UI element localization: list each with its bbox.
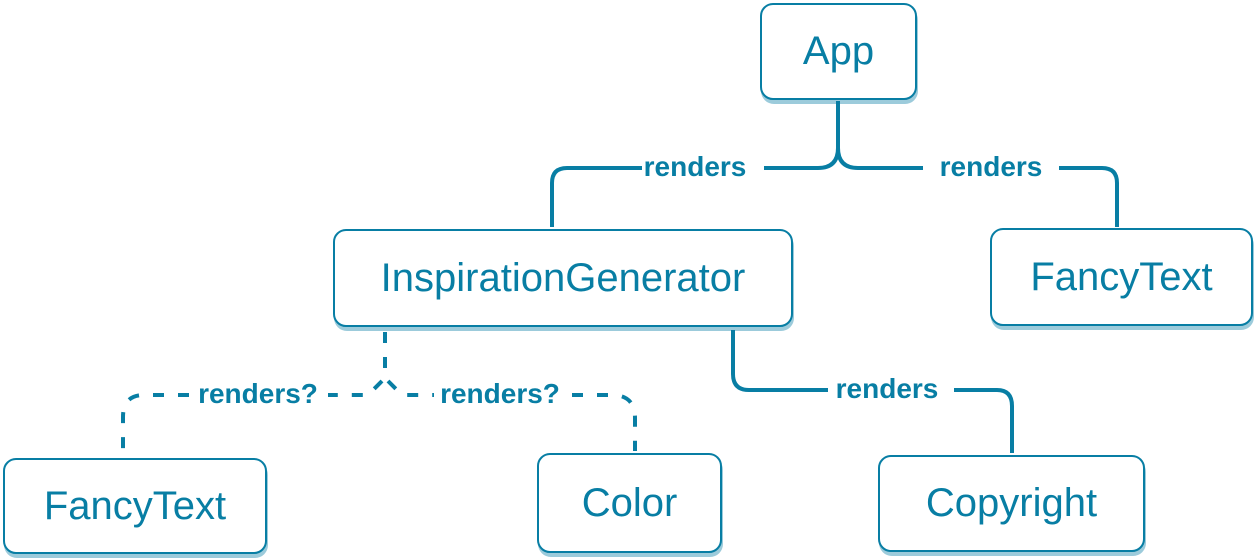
edge-label-app-renders-fancytext: renders	[939, 151, 1043, 182]
node-inspiration-generator-label: InspirationGenerator	[380, 255, 746, 300]
node-fancy-text-bottom-label: FancyText	[43, 483, 227, 528]
node-fancy-text-top-label: FancyText	[1030, 254, 1213, 299]
edge-ig-color-dashed-rail	[386, 379, 434, 397]
node-color-label: Color	[581, 480, 678, 525]
edge-ig-color-dashed-drop	[572, 393, 637, 451]
node-copyright-label: Copyright	[925, 481, 1098, 525]
edge-ig-ft-dashed-rail	[328, 379, 384, 397]
node-color: Color	[537, 453, 722, 553]
edge-app-ig-rail	[764, 147, 840, 170]
edge-ig-copyright-drop	[954, 388, 1014, 453]
edge-label-ig-renders-fancytext: renders?	[198, 378, 318, 409]
node-copyright: Copyright	[878, 455, 1145, 552]
node-app-label: App	[802, 29, 875, 73]
edge-label-ig-renders-color: renders?	[440, 378, 560, 409]
edge-label-ig-renders-copyright: renders	[835, 373, 939, 404]
edge-ig-ft-dashed-drop	[121, 393, 189, 456]
node-fancy-text-top: FancyText	[990, 228, 1253, 326]
node-fancy-text-bottom: FancyText	[3, 458, 267, 554]
node-inspiration-generator: InspirationGenerator	[333, 229, 793, 327]
edge-ig-copyright-rail	[731, 330, 828, 392]
node-app: App	[760, 3, 917, 100]
edge-app-ft-drop	[1059, 166, 1119, 227]
edge-app-ig-drop	[550, 166, 642, 227]
edge-label-app-renders-ig: renders	[643, 151, 747, 182]
edge-app-ft-rail	[836, 147, 923, 170]
